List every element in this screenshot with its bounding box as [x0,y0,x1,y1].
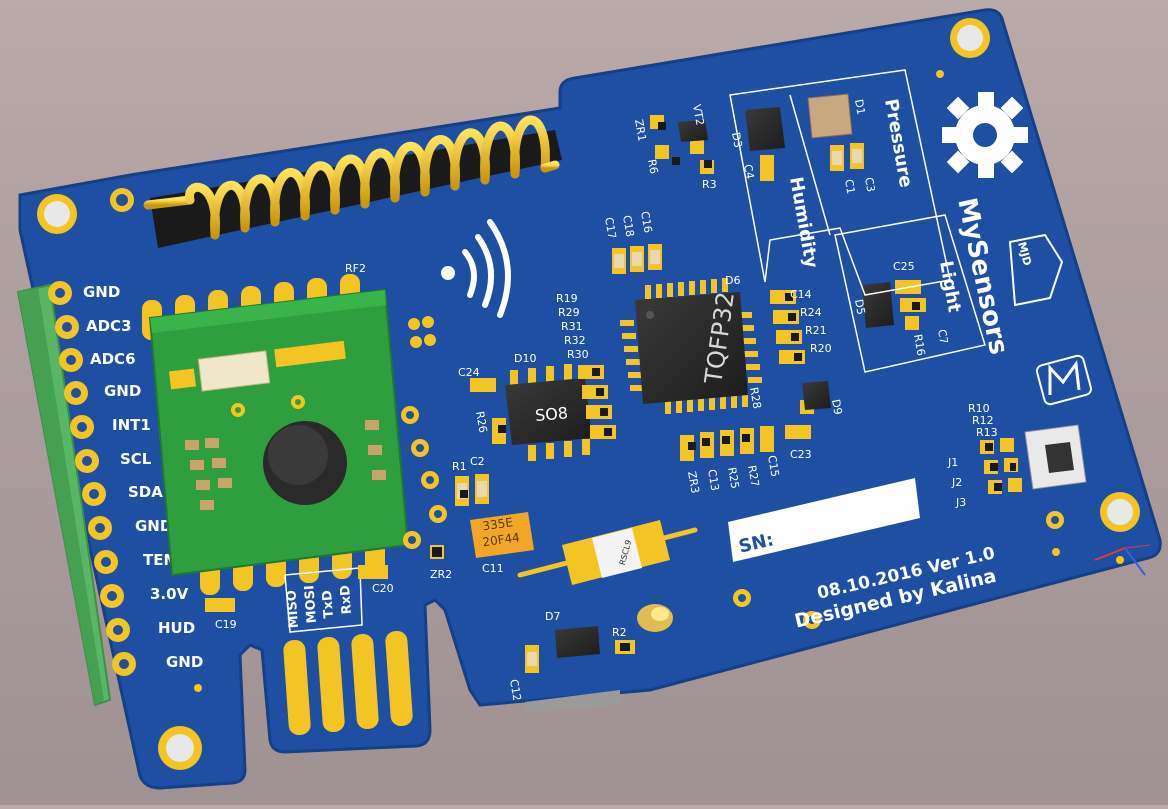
ref-designator: R16 [911,333,928,357]
ref-designator: C3 [862,176,877,193]
ref-designator: D5 [852,298,867,315]
ref-designator: J1 [947,456,958,469]
ref-designator: D10 [514,352,536,365]
edge-label: MOSI [302,585,320,624]
coil-antenna [143,115,560,240]
edge-connector [283,631,413,735]
ref-designator: ZR2 [430,568,452,581]
sensor-section-outline [729,69,951,296]
mysensors-gear-icon [942,92,1028,178]
ref-designator: C16 [638,210,655,234]
ref-designator: R2 [612,626,627,639]
ref-designator: C12 [507,678,524,702]
ref-designator: ZR3 [685,470,702,494]
ref-designator: D9 [829,398,844,415]
ref-designator: C13 [705,468,722,492]
pin-label: INT1 [112,416,151,434]
m-logo-icon [1035,354,1093,406]
ref-designator: R19 [556,292,578,305]
ref-designator: C2 [470,455,485,468]
tantalum-text: 20F44 [482,530,521,549]
ref-designator: C11 [482,562,504,575]
crystal [197,350,271,392]
ref-designator: C1 [842,178,857,195]
pin-label: 3.0V [150,585,189,603]
mcu-tqfp32: TQFP32 [620,278,762,414]
ref-designator: C23 [790,448,812,461]
ref-designator: C18 [620,214,637,238]
ref-designator: J3 [955,496,966,509]
mjd-logo-text: MJD [1015,240,1034,267]
pin-label: GND [104,382,141,400]
ref-designator: R6 [645,158,660,175]
ref-designator: RF2 [345,262,366,275]
tantalum-text: 335E [482,515,514,533]
mounting-holes [37,18,1140,770]
ref-designator: D1 [852,98,867,115]
ref-designator: R32 [564,334,586,347]
ref-designator: R24 [800,306,822,319]
ref-designator: R28 [747,386,764,410]
ref-designator: R26 [473,410,490,434]
axis-triad-icon [1094,544,1151,576]
wifi-icon [441,219,511,318]
ref-designator: C25 [893,260,915,273]
ref-designator: C14 [790,288,812,301]
pin-label: GND [83,283,120,301]
ref-designator: R10 [968,402,990,415]
ref-designator: R27 [745,464,762,488]
ref-designator: C19 [215,618,237,631]
pressure-sensor [807,93,853,139]
edge-label: RxD [338,584,355,614]
ref-designator: C17 [602,216,619,240]
ref-designator: VT2 [690,103,706,126]
humidity-sensor [745,107,785,151]
mjd-logo [1008,233,1064,307]
ref-designator: D6 [725,274,740,287]
ref-designator: C24 [458,366,480,379]
pin-label: ADC3 [86,317,132,335]
ref-designator: C4 [741,163,756,180]
ref-designator: R12 [972,414,994,427]
ref-designator: R25 [725,466,742,490]
ref-designator: R21 [805,324,827,337]
pin-label: GND [135,517,172,535]
sn-field [728,478,920,562]
terminal-block-side [18,288,104,705]
pin-label: GND [166,653,203,671]
pin-label: SCL [120,450,152,468]
ref-designator: R31 [561,320,583,333]
pin-label: SDA [128,483,163,501]
ref-designator: R13 [976,426,998,439]
so8-chip: SO8 [505,364,592,461]
ref-designator: J2 [951,476,962,489]
ref-designator: D7 [545,610,560,623]
ref-designator: R20 [810,342,832,355]
ref-designator: R29 [558,306,580,319]
pin-label: HUD [158,619,195,637]
ref-designator: C7 [935,328,950,345]
tantalum-cap [470,512,534,558]
pin-label: ADC6 [90,350,136,368]
smd-components: 335E 20F44 RSCL9 [205,93,1087,712]
ref-designator: C15 [765,454,782,478]
ref-designator: C20 [372,582,394,595]
ref-designator: R1 [452,460,467,473]
ref-designator: ZR1 [632,118,649,142]
edge-label: TxD [320,590,337,619]
so8-label: SO8 [534,403,568,425]
ref-designator: R3 [702,178,717,191]
ref-designator: D3 [729,131,744,148]
ref-designator: R30 [567,348,589,361]
